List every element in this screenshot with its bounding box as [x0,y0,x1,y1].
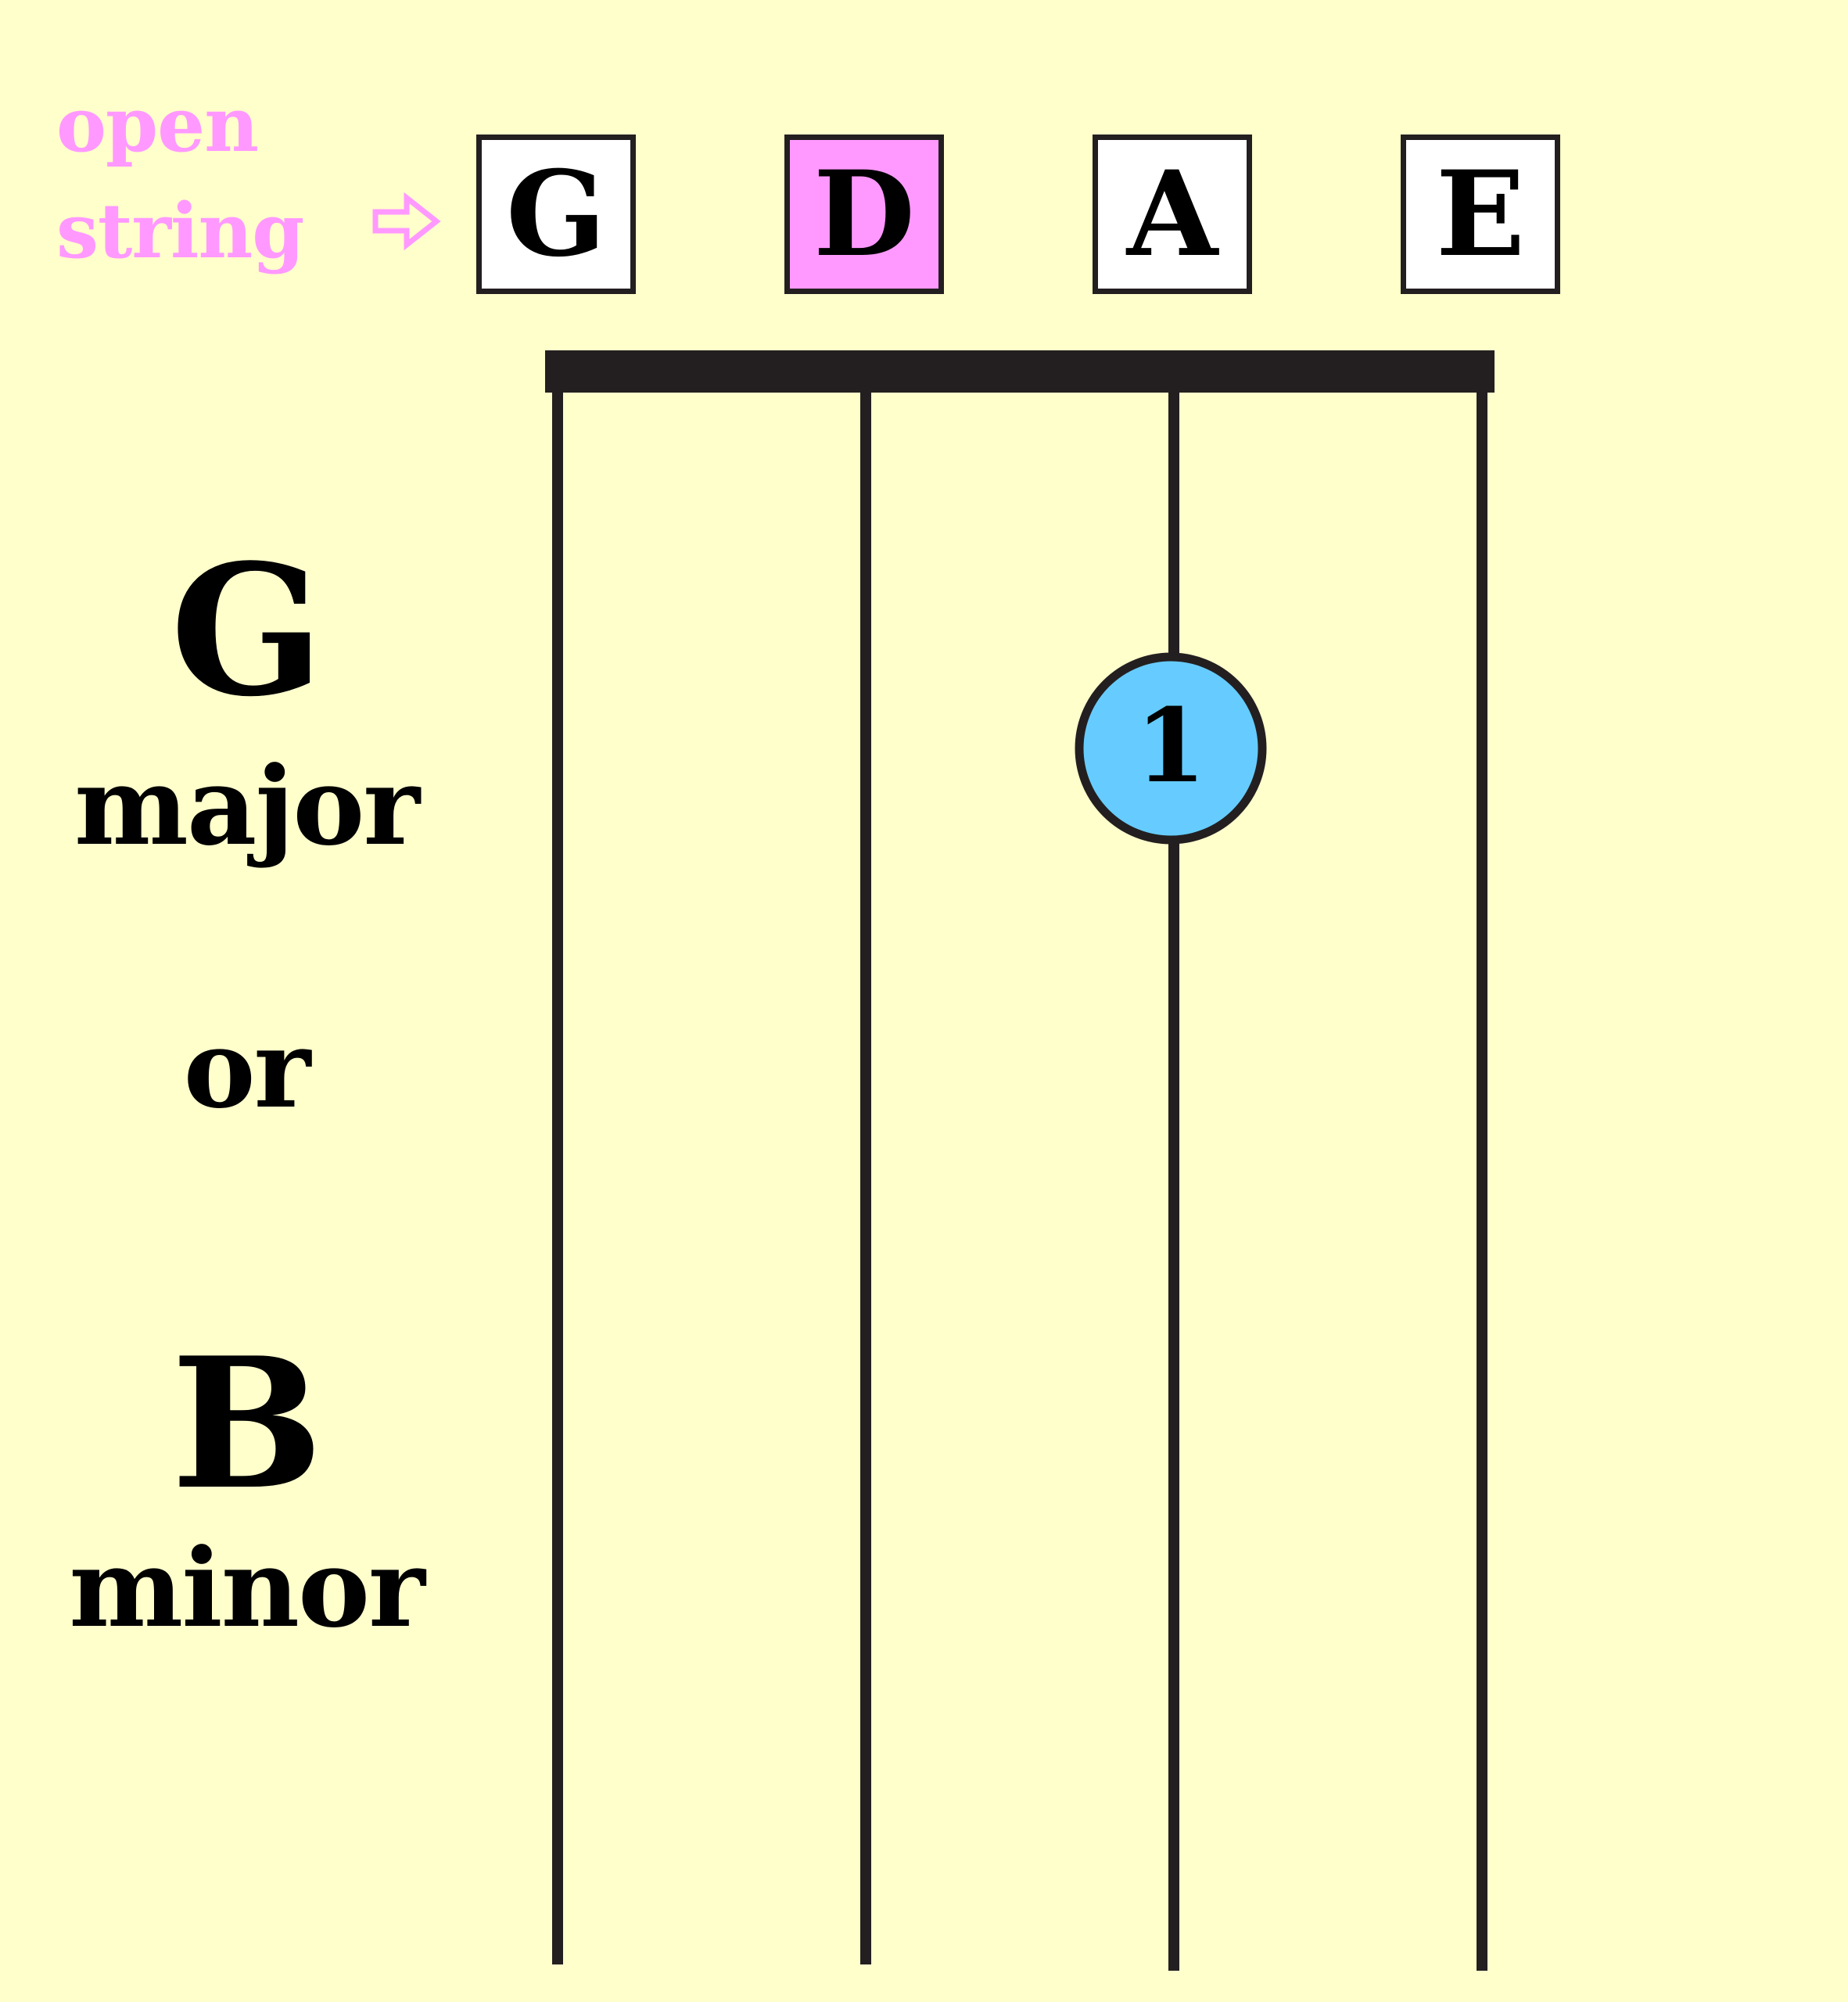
finger-dot-circle [1075,652,1267,845]
nut [545,350,1495,393]
chord-connector: or [183,1005,311,1132]
right-arrow-outline-icon [372,192,441,251]
open-string-box-a: A [1093,135,1252,294]
finger-number: 1 [1136,686,1206,805]
open-string-label: open string [56,72,304,285]
open-string-box-g: G [476,135,636,294]
open-string-label-line1: open [56,81,259,169]
chord-root-1: G [170,526,324,737]
finger-dot: 1 [1075,652,1267,845]
open-string-label-line2: string [56,187,304,275]
chord-quality-1: major [74,742,420,870]
chord-root-2: B [170,1319,323,1530]
open-string-box-e: E [1401,135,1560,294]
open-string-box-d: D [784,135,944,294]
chord-quality-2: minor [69,1524,425,1652]
